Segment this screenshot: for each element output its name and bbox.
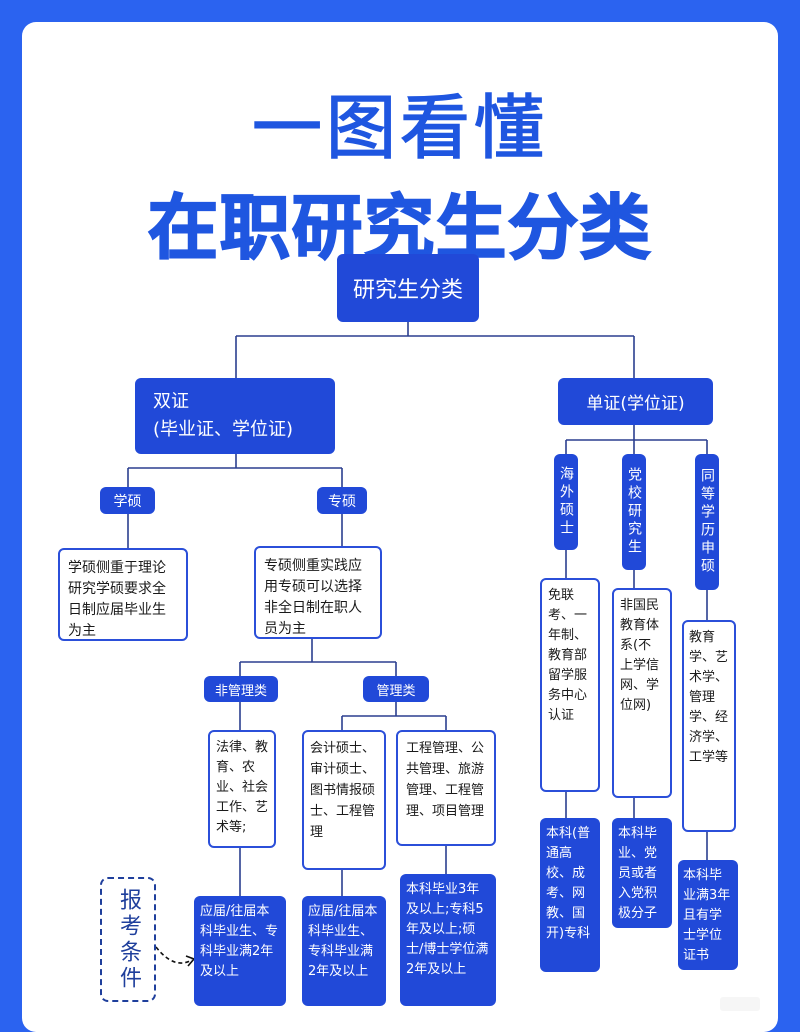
conditions-label: 报考条件 <box>116 887 141 992</box>
overseas-cond: 本科(普通高校、成考、网教、国开)专科 <box>540 818 600 972</box>
party-node: 党校研究生 <box>622 454 646 570</box>
academic-label: 学硕 <box>113 493 142 510</box>
professional-label: 专硕 <box>328 493 356 510</box>
mgmt-label: 管理类 <box>376 683 416 699</box>
double-cert-node: 双证 (毕业证、学位证) <box>135 378 335 454</box>
academic-node: 学硕 <box>100 487 155 514</box>
equivalent-node: 同等学历申硕 <box>695 454 719 590</box>
party-cond: 本科毕业、党员或者入党积极分子 <box>612 818 672 928</box>
party-label: 党校研究生 <box>626 467 642 557</box>
mgmt-a-desc: 会计硕士、审计硕士、图书情报硕士、工程管理 <box>302 730 386 870</box>
single-cert-node: 单证(学位证) <box>558 378 713 425</box>
non-mgmt-cond: 应届/往届本科毕业生、专科毕业满2年及以上 <box>194 896 286 1006</box>
connector-study <box>127 514 343 548</box>
conditions-note: 报考条件 <box>100 877 156 1002</box>
overseas-label: 海外硕士 <box>558 466 574 538</box>
double-cert-line2: (毕业证、学位证) <box>153 419 294 440</box>
connector-root <box>235 322 635 378</box>
non-mgmt-label: 非管理类 <box>214 683 267 699</box>
title-line-1: 一图看懂 <box>251 86 548 170</box>
connector-double <box>127 454 343 487</box>
single-cert-label: 单证(学位证) <box>586 394 685 414</box>
professional-desc: 专硕侧重实践应用专硕可以选择非全日制在职人员为主 <box>254 546 382 639</box>
connector-professional <box>239 639 397 676</box>
mgmt-b-desc: 工程管理、公共管理、旅游管理、工程管理、项目管理 <box>396 730 496 846</box>
equivalent-desc: 教育学、艺术学、管理学、经济学、工学等 <box>682 620 736 832</box>
academic-desc: 学硕侧重于理论研究学硕要求全日制应届毕业生为主 <box>58 548 188 641</box>
double-cert-line1: 双证 <box>153 391 189 412</box>
equivalent-label: 同等学历申硕 <box>699 468 715 576</box>
connector-single-cond <box>565 792 708 860</box>
connector-mgmt-cond <box>341 846 447 896</box>
equivalent-cond: 本科毕业满3年且有学士学位证书 <box>678 860 738 970</box>
connector-mgmt <box>341 702 447 730</box>
non-mgmt-desc: 法律、教育、农业、社会工作、艺术等; <box>208 730 276 848</box>
watermark-logo <box>720 997 760 1011</box>
mgmt-node: 管理类 <box>363 676 429 702</box>
root-label: 研究生分类 <box>352 278 463 303</box>
non-mgmt-node: 非管理类 <box>204 676 278 702</box>
overseas-node: 海外硕士 <box>554 454 578 550</box>
connector-lines <box>127 322 708 967</box>
mgmt-b-cond: 本科毕业3年及以上;专科5年及以上;硕士/博士学位满2年及以上 <box>400 874 496 1006</box>
diagram-card: 一图看懂 在职研究生分类 研究生分类 双证 <box>22 22 778 1032</box>
professional-node: 专硕 <box>317 487 367 514</box>
party-desc: 非国民教育体系(不上学信网、学位网) <box>612 588 672 798</box>
overseas-desc: 免联考、一年制、教育部留学服务中心认证 <box>540 578 600 792</box>
connector-single <box>565 425 708 454</box>
mgmt-a-cond: 应届/往届本科毕业生、专科毕业满2年及以上 <box>302 896 386 1006</box>
conditions-arrow <box>155 946 193 964</box>
connector-single-desc <box>565 550 708 620</box>
root-node: 研究生分类 <box>337 254 479 322</box>
